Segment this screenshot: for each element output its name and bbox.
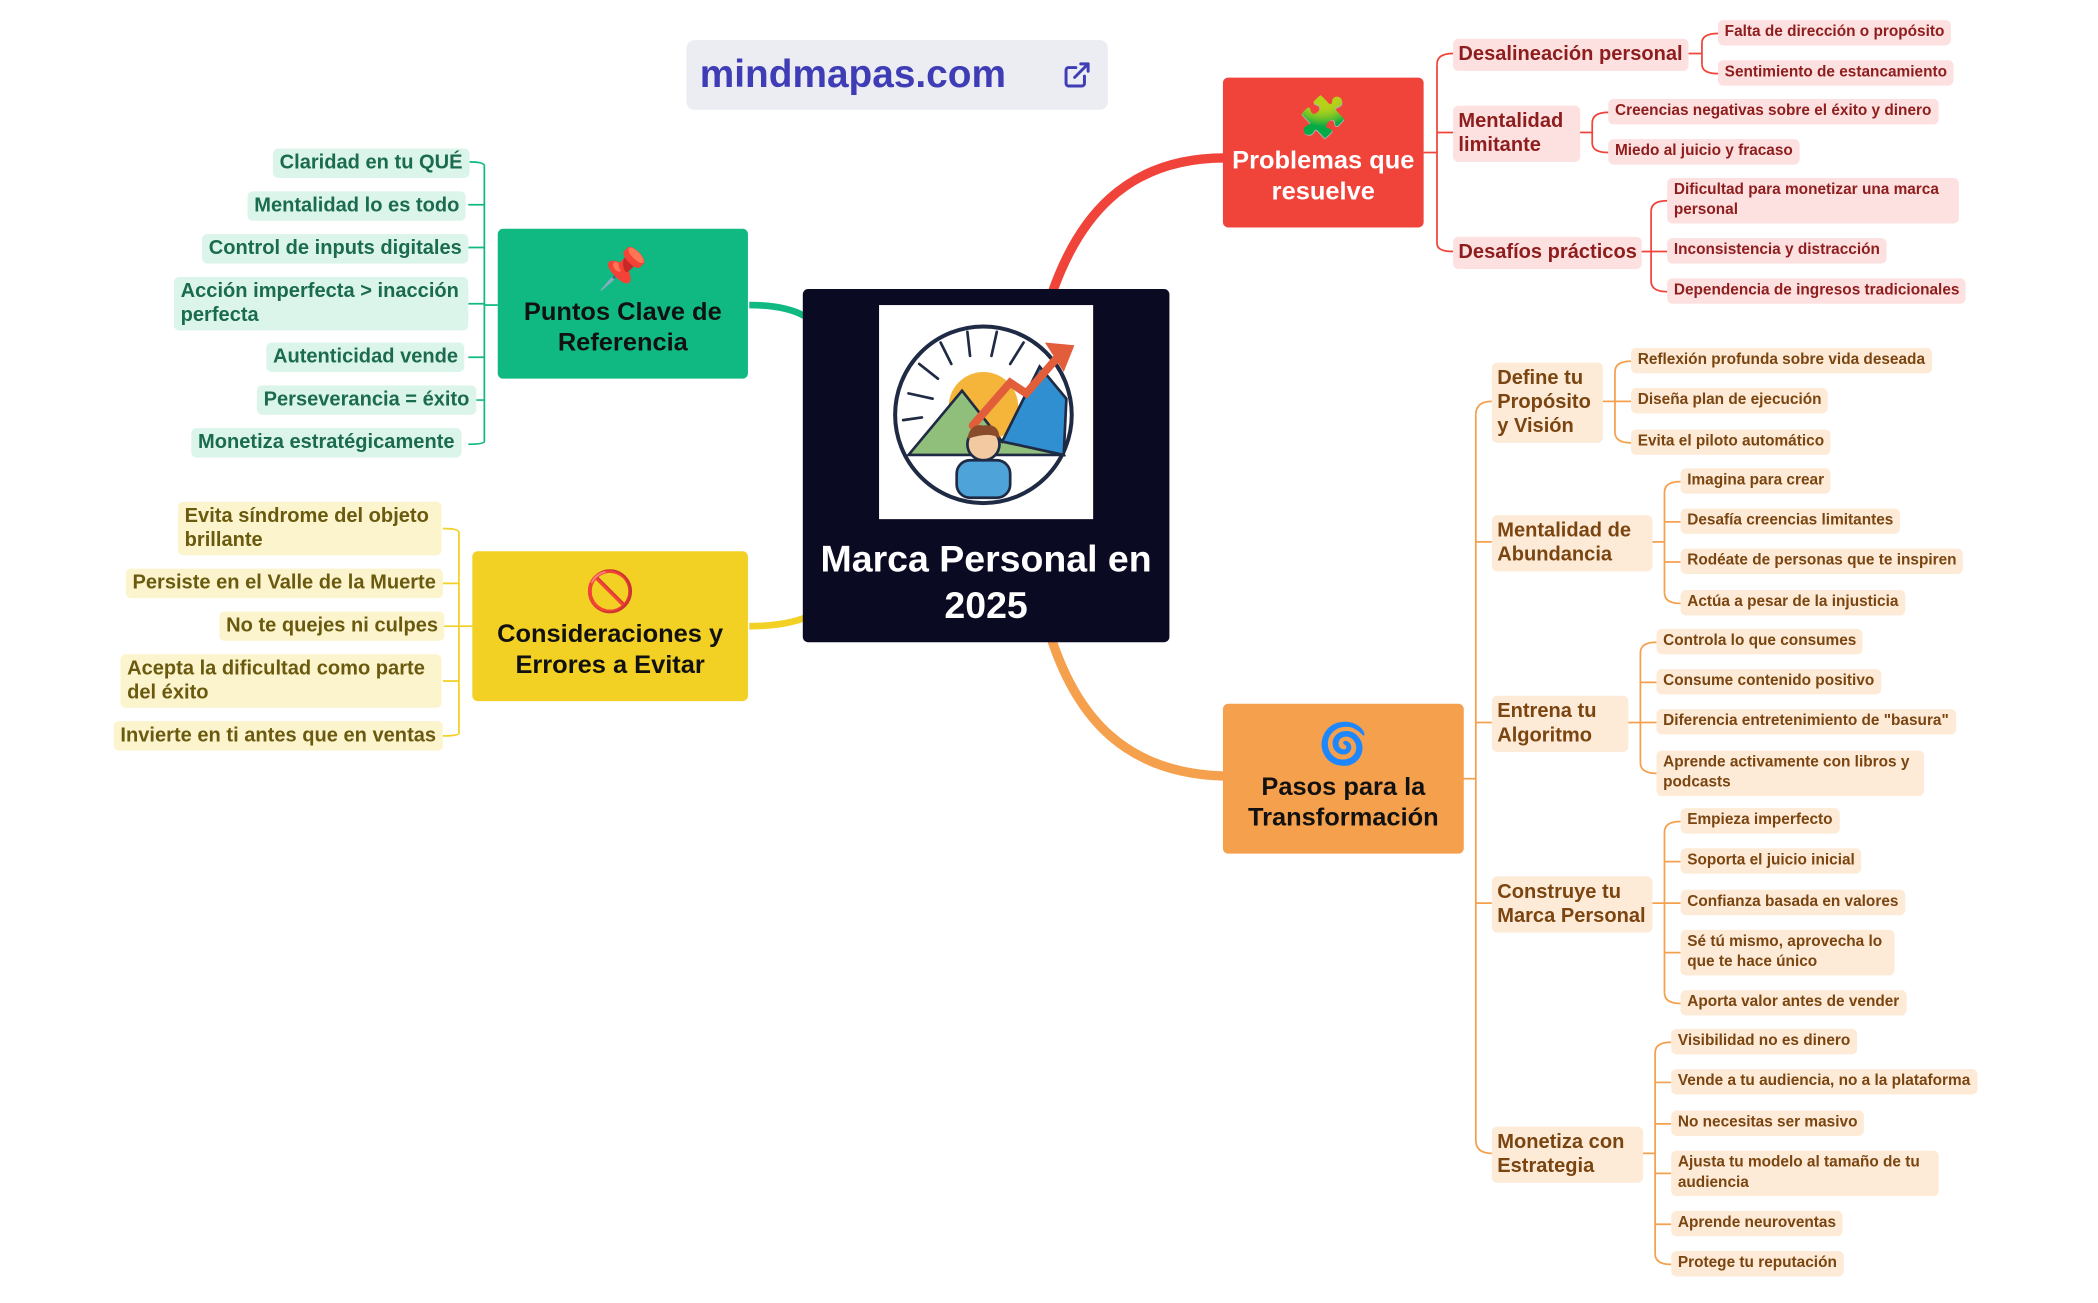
subtopic-desafios-practicos[interactable]: Desafíos prácticos <box>1453 236 1643 269</box>
connectors-problemas <box>1423 32 1718 293</box>
list-item[interactable]: Dificultad para monetizar una marca pers… <box>1667 177 1959 224</box>
list-item[interactable]: Monetiza estratégicamente <box>191 428 462 458</box>
connector-center-problemas <box>1047 153 1225 296</box>
list-item[interactable]: Sentimiento de estancamiento <box>1717 60 1954 86</box>
list-item[interactable]: Claridad en tu QUÉ <box>272 148 470 178</box>
subtopic-construye-marca[interactable]: Construye tu Marca Personal <box>1491 876 1653 933</box>
list-item[interactable]: Creencias negativas sobre el éxito y din… <box>1608 99 1939 125</box>
pushpin-icon: 📌 <box>597 247 648 292</box>
list-item[interactable]: Vende a tu audiencia, no a la plataforma <box>1671 1069 1977 1095</box>
puzzle-icon: 🧩 <box>1298 96 1349 141</box>
subtopic-abundancia[interactable]: Mentalidad de Abundancia <box>1491 515 1653 572</box>
list-item[interactable]: Ajusta tu modelo al tamaño de tu audienc… <box>1671 1150 1939 1197</box>
connector-center-pasos <box>1047 638 1225 781</box>
list-item[interactable]: Aprende neuroventas <box>1671 1210 1843 1237</box>
branch-pasos[interactable]: 🌀 Pasos para la Transformación <box>1222 703 1464 854</box>
list-item[interactable]: Control de inputs digitales <box>202 234 469 264</box>
branch-problemas[interactable]: 🧩 Problemas que resuelve <box>1222 77 1424 228</box>
list-item[interactable]: Mentalidad lo es todo <box>247 191 467 221</box>
connectors-pasos <box>1462 360 1681 1266</box>
list-item[interactable]: Autenticidad vende <box>266 342 465 372</box>
list-item[interactable]: Empieza imperfecto <box>1680 808 1840 834</box>
list-item[interactable]: Aporta valor antes de vender <box>1680 990 1906 1016</box>
prohibited-icon: 🚫 <box>585 569 636 615</box>
list-item[interactable]: Aprende activamente con libros y podcast… <box>1656 750 1925 797</box>
personal-brand-illustration <box>879 305 1094 520</box>
list-item[interactable]: Invierte en ti antes que en ventas <box>113 721 443 751</box>
list-item[interactable]: Perseverancia = éxito <box>256 385 477 415</box>
list-item[interactable]: Inconsistencia y distracción <box>1667 238 1887 264</box>
cyclone-icon: 🌀 <box>1318 722 1369 767</box>
list-item[interactable]: Persiste en el Valle de la Muerte <box>125 568 443 599</box>
list-item[interactable]: Desafía creencias limitantes <box>1680 508 1901 534</box>
list-item[interactable]: Evita síndrome del objeto brillante <box>177 501 442 556</box>
list-item[interactable]: Diseña plan de ejecución <box>1631 388 1829 414</box>
list-item[interactable]: Imagina para crear <box>1680 468 1831 494</box>
connector-center-puntos <box>749 301 806 319</box>
list-item[interactable]: Acepta la dificultad como parte del éxit… <box>120 654 442 708</box>
watermark-link[interactable]: mindmapas.com <box>686 40 1108 110</box>
list-item[interactable]: Evita el piloto automático <box>1631 429 1831 455</box>
subtopic-proposito[interactable]: Define tu Propósito y Visión <box>1491 362 1603 443</box>
list-item[interactable]: Sé tú mismo, aprovecha lo que te hace ún… <box>1680 929 1895 976</box>
watermark-text: mindmapas.com <box>699 52 1006 96</box>
list-item[interactable]: Controla lo que consumes <box>1656 628 1864 655</box>
central-topic[interactable]: Marca Personal en 2025 <box>802 289 1170 643</box>
list-item[interactable]: No te quejes ni culpes <box>219 611 445 641</box>
list-item[interactable]: Acción imperfecta > inacción perfecta <box>173 276 469 331</box>
subtopic-desalineacion[interactable]: Desalineación personal <box>1453 38 1688 71</box>
list-item[interactable]: Diferencia entretenimiento de "basura" <box>1656 709 1956 735</box>
subtopic-algoritmo[interactable]: Entrena tu Algoritmo <box>1491 695 1629 752</box>
list-item[interactable]: Soporta el juicio inicial <box>1680 848 1862 874</box>
list-item[interactable]: Reflexión profunda sobre vida deseada <box>1631 347 1932 374</box>
list-item[interactable]: Confianza basada en valores <box>1680 889 1906 916</box>
branch-label: Pasos para la Transformación <box>1247 773 1439 833</box>
branch-puntos-clave[interactable]: 📌 Puntos Clave de Referencia <box>497 228 748 379</box>
list-item[interactable]: Consume contenido positivo <box>1656 669 1881 695</box>
external-link-icon <box>1064 62 1090 88</box>
list-item[interactable]: Rodéate de personas que te inspiren <box>1680 548 1964 575</box>
subtopic-mentalidad-limitante[interactable]: Mentalidad limitante <box>1453 105 1581 162</box>
connectors-consideraciones <box>442 527 473 737</box>
list-item[interactable]: Falta de dirección o propósito <box>1717 20 1952 46</box>
list-item[interactable]: Dependencia de ingresos tradicionales <box>1667 278 1967 304</box>
list-item[interactable]: Protege tu reputación <box>1671 1251 1844 1277</box>
connectors-puntos <box>468 161 498 446</box>
branch-label: Consideraciones y Errores a Evitar <box>497 620 724 680</box>
branch-label: Puntos Clave de Referencia <box>523 298 722 358</box>
connector-center-consideraciones <box>749 614 806 630</box>
central-topic-title: Marca Personal en 2025 <box>820 537 1152 627</box>
list-item[interactable]: Actúa a pesar de la injusticia <box>1680 590 1906 616</box>
branch-label: Problemas que resuelve <box>1232 147 1415 207</box>
branch-consideraciones[interactable]: 🚫 Consideraciones y Errores a Evitar <box>472 551 748 702</box>
list-item[interactable]: Visibilidad no es dinero <box>1671 1028 1857 1055</box>
list-item[interactable]: Miedo al juicio y fracaso <box>1608 139 1800 165</box>
subtopic-monetiza[interactable]: Monetiza con Estrategia <box>1491 1126 1644 1183</box>
list-item[interactable]: No necesitas ser masivo <box>1671 1110 1865 1136</box>
